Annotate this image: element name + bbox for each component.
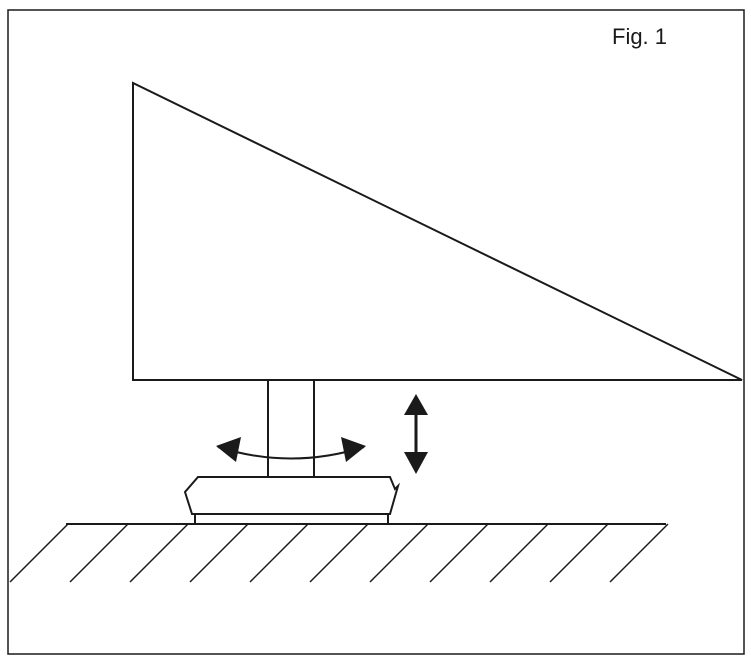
figure-frame bbox=[7, 9, 745, 655]
height-arrowhead-down-icon bbox=[404, 452, 428, 474]
rotation-arrowhead-left-icon bbox=[216, 437, 241, 462]
hatch-line bbox=[429, 523, 489, 583]
rotation-arrow-icon bbox=[217, 446, 365, 460]
hatch-line bbox=[549, 523, 609, 583]
height-arrowhead-up-icon bbox=[404, 394, 428, 415]
hatch-line bbox=[189, 523, 249, 583]
hatch-line bbox=[69, 523, 129, 583]
hatch-line bbox=[9, 523, 69, 583]
figure-label: Fig. 1 bbox=[612, 24, 668, 49]
hatch-line bbox=[609, 523, 669, 583]
hatch-line bbox=[129, 523, 189, 583]
base-foot bbox=[194, 513, 389, 525]
rotation-arrowhead-right-icon bbox=[341, 437, 366, 462]
hatch-line bbox=[489, 523, 549, 583]
base-block bbox=[183, 476, 401, 515]
hatch-line bbox=[309, 523, 369, 583]
ground-hatching bbox=[9, 523, 669, 583]
hatch-line bbox=[249, 523, 309, 583]
hatch-line bbox=[369, 523, 429, 583]
triangular-panel bbox=[132, 81, 743, 381]
support-column bbox=[267, 379, 315, 478]
